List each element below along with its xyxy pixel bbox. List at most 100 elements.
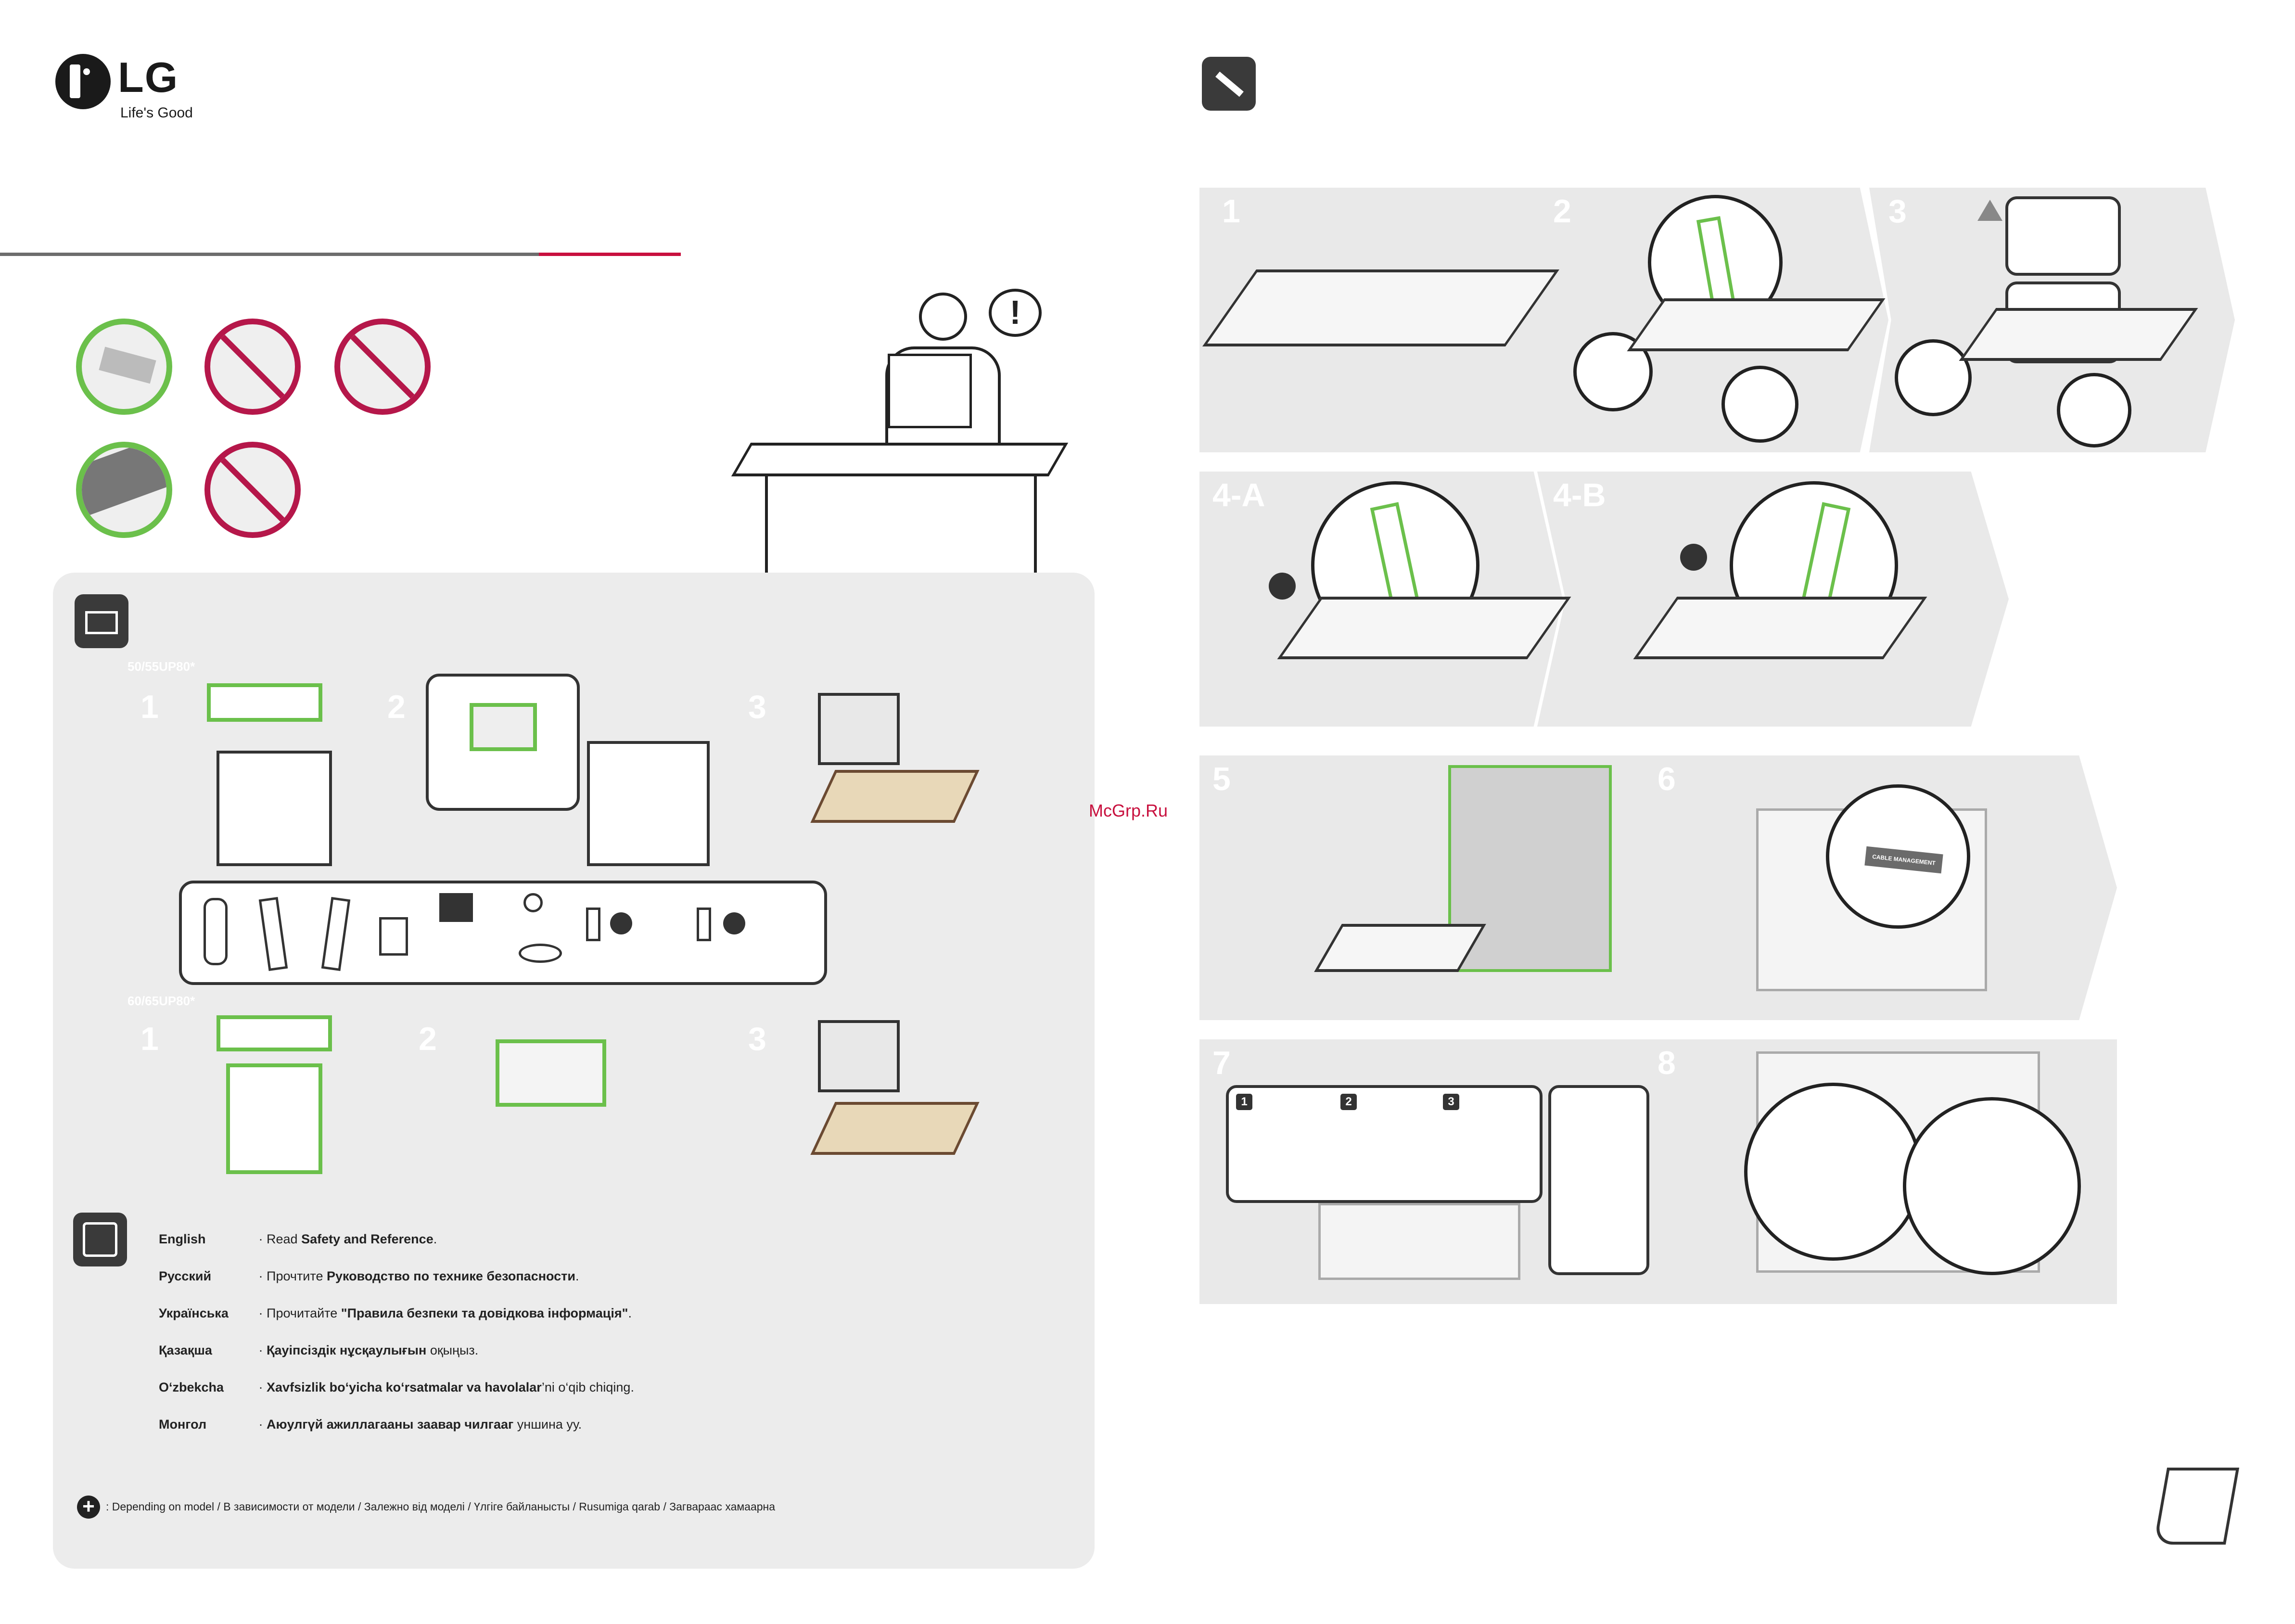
tv-back-step4a-icon [1277,597,1571,659]
unpack-large-step-2: 2 [419,1021,437,1057]
manual-sheet-icon [888,354,972,428]
language-prefix: Прочитайте [267,1306,341,1320]
tv-to-table-large-icon [818,1020,900,1092]
model-large-label: 60/65UP80* [128,994,195,1008]
remote-control-icon [204,898,228,965]
assembly-step-5-label: 5 [1212,761,1231,797]
assembly-step-2-label: 2 [1553,193,1571,230]
language-suffix: . [628,1306,632,1320]
page-turn-icon [2153,1468,2240,1545]
assembly-step-8-label: 8 [1658,1045,1676,1081]
warning-bubble-icon: ! [989,289,1042,337]
header-rule [0,253,539,256]
accessories-panel [179,881,827,985]
tv-back-step2-icon [1627,298,1886,351]
ok-hold-edge-icon [76,442,172,538]
screw-a-icon [586,908,600,941]
tv-to-table-icon [818,693,900,765]
language-title: Қауіпсіздік нұсқаулығын [267,1343,427,1357]
cable-holder-icon [439,893,473,922]
table-large-icon [810,1102,980,1155]
screw-a-badge-step [1269,573,1296,600]
screw-b-badge-step [1680,544,1707,571]
tv-back-step3-icon [1959,308,2198,361]
box-small-icon [217,751,332,866]
screw-a-badge [610,912,632,934]
brand-tagline: Life's Good [120,105,193,121]
language-title: Аюулгүй ажиллагааны заавар чилгааг [267,1417,514,1432]
stand-leg-left-icon [258,896,288,972]
language-name: Русский [159,1269,212,1283]
no-carry-face-down-icon [334,319,431,415]
language-prefix: Read [267,1232,302,1246]
screw-b-badge [723,912,745,934]
language-suffix: уншина уу. [513,1417,582,1432]
language-name: O‘zbekcha [159,1380,224,1394]
substep-1-badge: 1 [1236,1094,1252,1110]
lock-callout-icon [2005,196,2121,276]
clip-lock-callout [1548,1085,1649,1275]
person-head-icon [919,293,967,341]
ok-carry-icon [76,319,172,415]
cable-route-zoom-left-icon [1744,1083,1922,1261]
unpack-large-step-1: 1 [140,1021,159,1057]
packaging-top-insert-large-icon [217,1015,332,1051]
assembly-step-4b-label: 4-B [1553,477,1606,513]
stand-right-lock-zoom-icon [2057,373,2131,448]
manual-booklet-icon [379,917,408,956]
unpack-small-step-1: 1 [140,689,159,725]
model-small-label: 50/55UP80* [128,659,195,674]
cable-management-zoom-icon: CABLE MANAGEMENT [1826,784,1970,929]
substep-2-badge: 2 [1340,1094,1357,1110]
language-suffix: оқыңыз. [426,1343,479,1357]
language-title: Руководство по технике безопасности [326,1269,575,1283]
language-name: Українська [159,1306,229,1320]
box-flap-icon [731,443,1069,476]
lg-logo-icon [55,54,111,109]
stand-left-lock-zoom-icon [1895,339,1972,416]
language-row-uz: O‘zbekcha · Xavfsizlik bo‘yicha ko‘rsatm… [159,1380,634,1394]
unpack-large-step-3: 3 [748,1021,766,1057]
stand-leg-right-icon [321,896,351,972]
safety-check-icon [73,1213,127,1266]
unpack-small-step-2: 2 [387,689,406,725]
box-open-small-icon [587,741,710,866]
box-large-icon [226,1063,322,1174]
unpack-small-step-3: 3 [748,689,766,725]
language-row-mn: Монгол · Аюулгүй ажиллагааны заавар чилг… [159,1417,582,1432]
no-carry-flat-icon [204,319,301,415]
language-suffix: . [575,1269,579,1283]
assembly-step-3-label: 3 [1888,193,1907,230]
warning-triangle-icon [1977,200,2002,221]
language-row-uk: Українська · Прочитайте "Правила безпеки… [159,1306,632,1320]
language-title: Safety and Reference [301,1232,434,1246]
footnote: : Depending on model / В зависимости от … [106,1500,776,1513]
language-suffix: ’ni o‘qib chiqing. [541,1380,634,1394]
stand-right-zoom-icon [1721,366,1798,443]
assembly-step-6-label: 6 [1658,761,1676,797]
packaging-top-insert-icon [207,683,322,722]
cable-route-zoom-right-icon [1903,1097,2081,1275]
cable-management-label: CABLE MANAGEMENT [1864,846,1943,874]
assembly-step-7-label: 7 [1212,1045,1231,1081]
assembly-step-4a-label: 4-A [1212,477,1265,513]
tv-back-step4b-icon [1633,597,1927,659]
language-row-kk: Қазақша · Қауіпсіздік нұсқаулығын оқыңыз… [159,1343,479,1357]
tv-flat-step5-icon [1314,924,1486,972]
language-name: Қазақша [159,1343,212,1357]
plus-icon: + [77,1496,100,1519]
language-row-en: English · Read Safety and Reference. [159,1232,437,1246]
watermark: McGrp.Ru [1089,801,1168,820]
cable-clip-steps-callout: 1 2 3 [1226,1085,1543,1203]
screw-b-icon [697,908,711,941]
tv-face-down-icon [1202,269,1560,346]
tv-lift-large-icon [496,1039,606,1107]
language-name: Монгол [159,1417,207,1432]
header-rule-accent [539,253,681,256]
language-title: Xavfsizlik bo‘yicha ko‘rsatmalar va havo… [267,1380,542,1394]
unbox-icon [75,594,128,648]
assembly-step-1-label: 1 [1222,193,1240,230]
screwdriver-icon [1202,57,1256,111]
tv-upright-icon [1448,765,1612,972]
lift-tv-callout-icon [426,674,580,811]
